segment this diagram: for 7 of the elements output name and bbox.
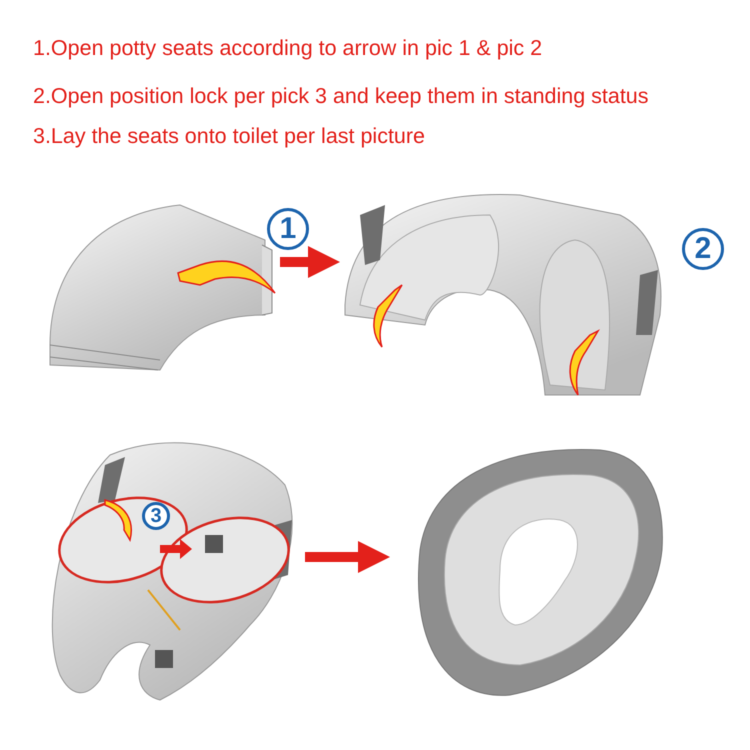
- step-number: 2: [682, 228, 724, 270]
- arrow: [280, 246, 340, 278]
- instruction-text: 3.Lay the seats onto toilet per last picture: [33, 124, 426, 149]
- step-number: 1: [267, 208, 309, 250]
- instruction-text: 1.Open potty seats according to arrow in pic 1 & pic 2: [33, 36, 542, 61]
- instruction-text: 2.Open position lock per pick 3 and keep them in standing status: [33, 84, 649, 109]
- arrow: [305, 541, 390, 573]
